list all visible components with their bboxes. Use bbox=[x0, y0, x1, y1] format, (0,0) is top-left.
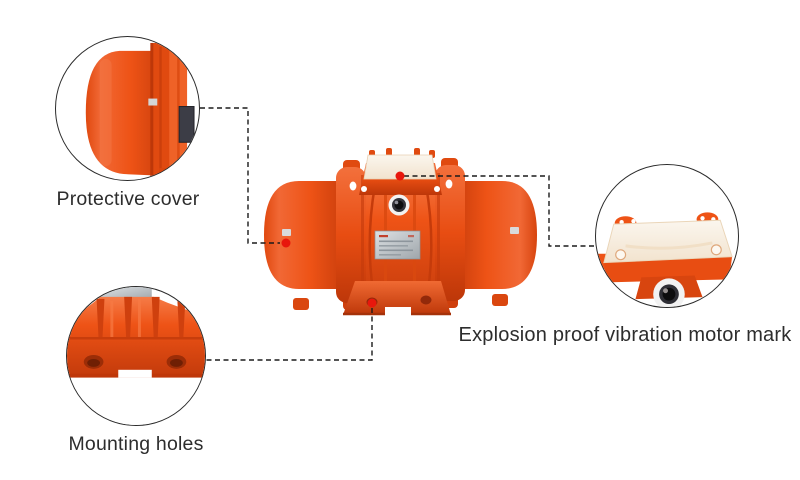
vibration-motor-photo bbox=[264, 148, 537, 317]
right-end-cover bbox=[453, 181, 537, 289]
left-foot-tab bbox=[293, 298, 309, 310]
callout-circle-mounting-holes bbox=[66, 286, 206, 426]
label-motor-mark: Explosion proof vibration motor mark bbox=[458, 324, 792, 346]
label-protective-cover: Protective cover bbox=[56, 188, 200, 210]
left-lug bbox=[282, 229, 291, 236]
right-lug bbox=[510, 227, 519, 234]
lid-bolt-hole-left bbox=[615, 249, 627, 261]
cover-sticker bbox=[178, 106, 195, 143]
cable-gland bbox=[388, 194, 410, 216]
protective-cover-photo bbox=[85, 37, 195, 180]
shoulder-hole-left bbox=[349, 181, 357, 191]
cable-entry-hole bbox=[653, 278, 685, 307]
lid-bolt-hole-right bbox=[710, 244, 722, 256]
shoulder-hole-right bbox=[445, 179, 453, 189]
callout-circle-motor-mark bbox=[595, 164, 739, 308]
mounting-holes-photo bbox=[67, 287, 205, 425]
left-end-cover bbox=[264, 181, 348, 289]
mounting-foot bbox=[343, 281, 451, 317]
nameplate-edge bbox=[100, 287, 152, 300]
callout-circle-protective-cover bbox=[55, 36, 200, 181]
box-front-face bbox=[603, 256, 733, 283]
right-foot-tab bbox=[492, 294, 508, 306]
motor-mark-photo bbox=[596, 212, 733, 307]
label-mounting-holes: Mounting holes bbox=[68, 433, 204, 455]
left-flange-ring bbox=[336, 160, 366, 310]
junction-box bbox=[359, 148, 442, 195]
nameplate bbox=[374, 230, 421, 260]
box-lid-top bbox=[603, 219, 733, 264]
